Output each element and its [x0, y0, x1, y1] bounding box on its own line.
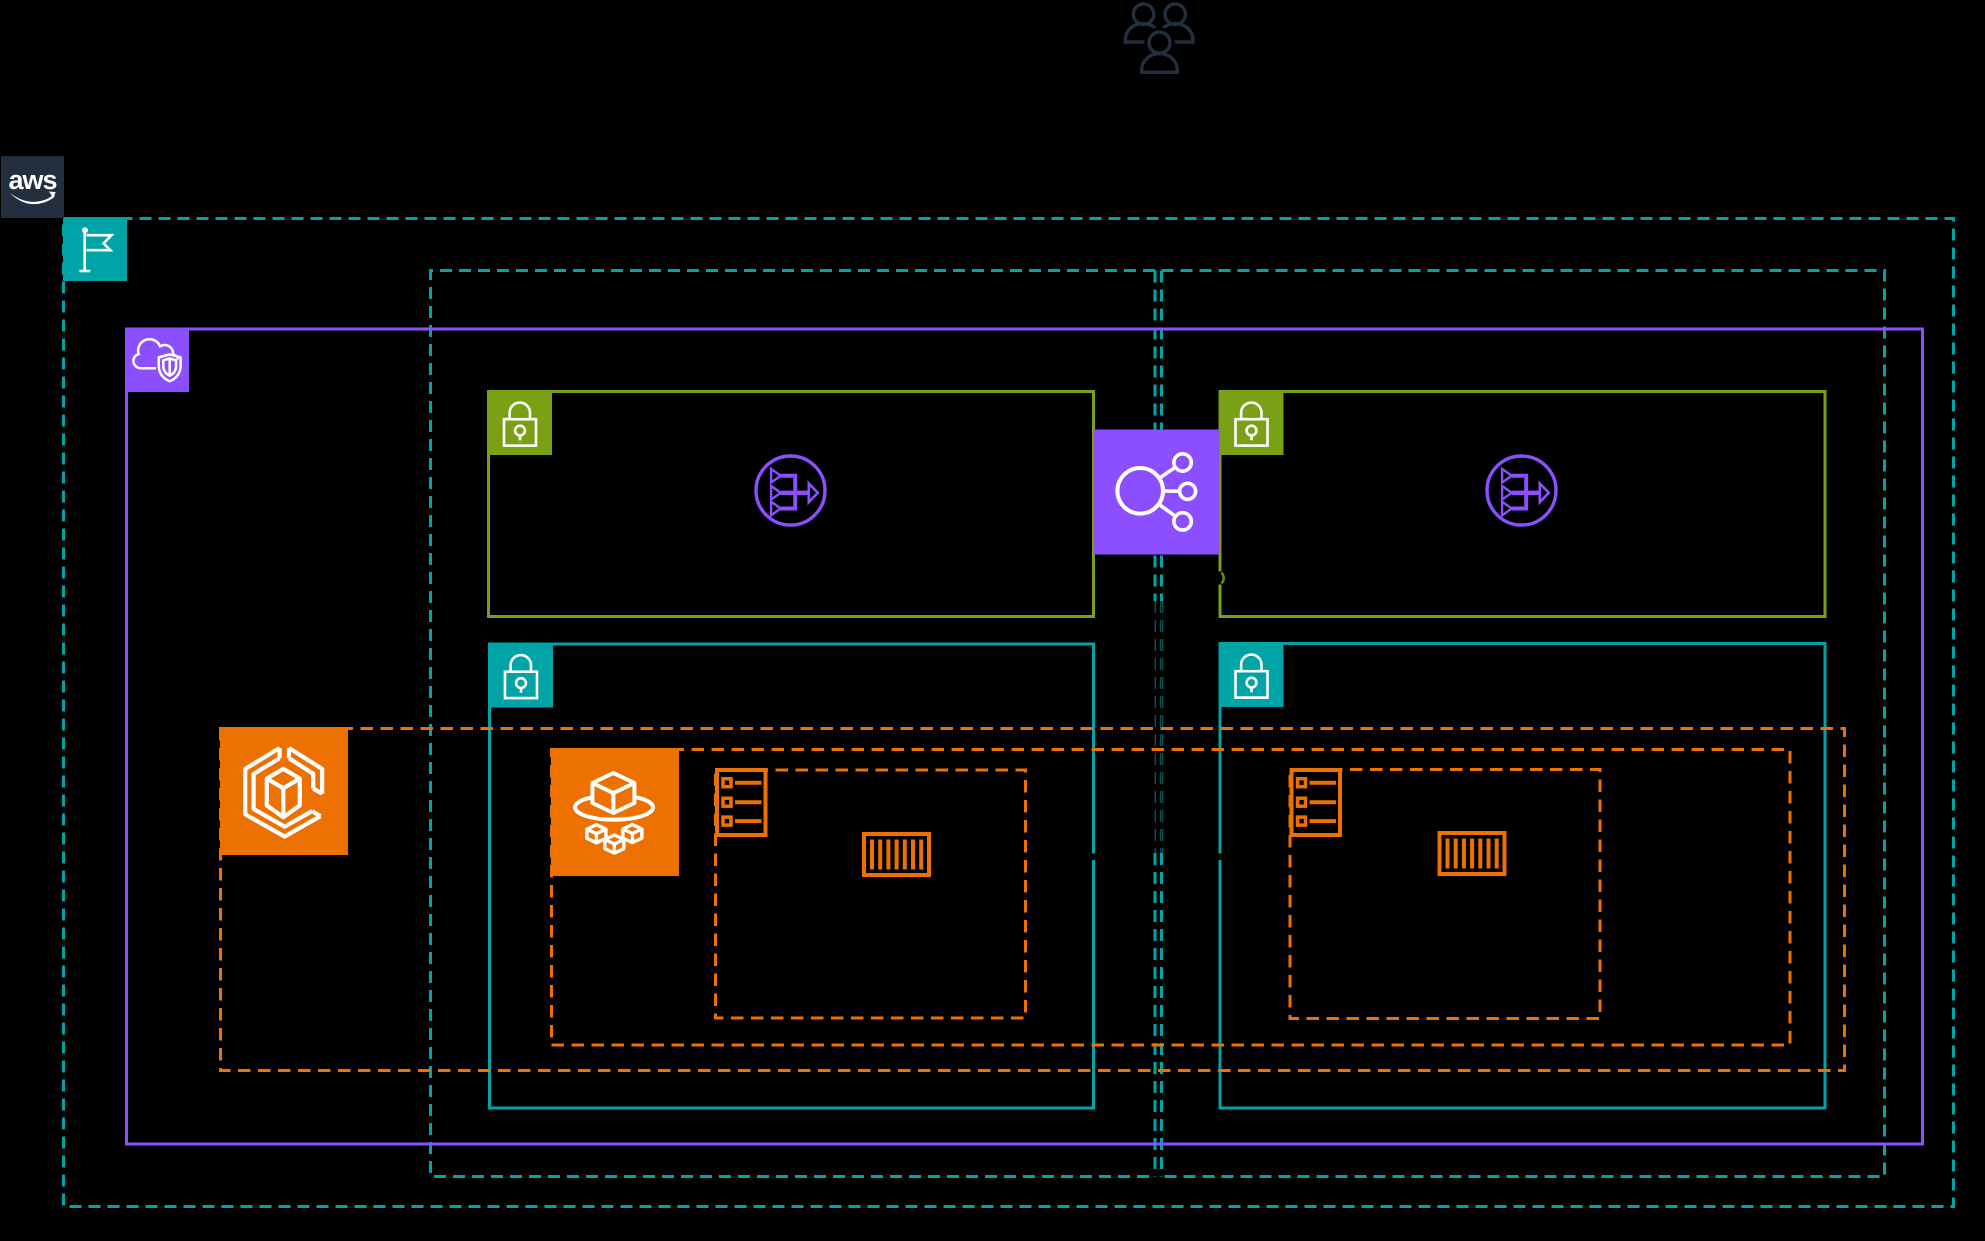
- svg-text:aws: aws: [8, 165, 56, 195]
